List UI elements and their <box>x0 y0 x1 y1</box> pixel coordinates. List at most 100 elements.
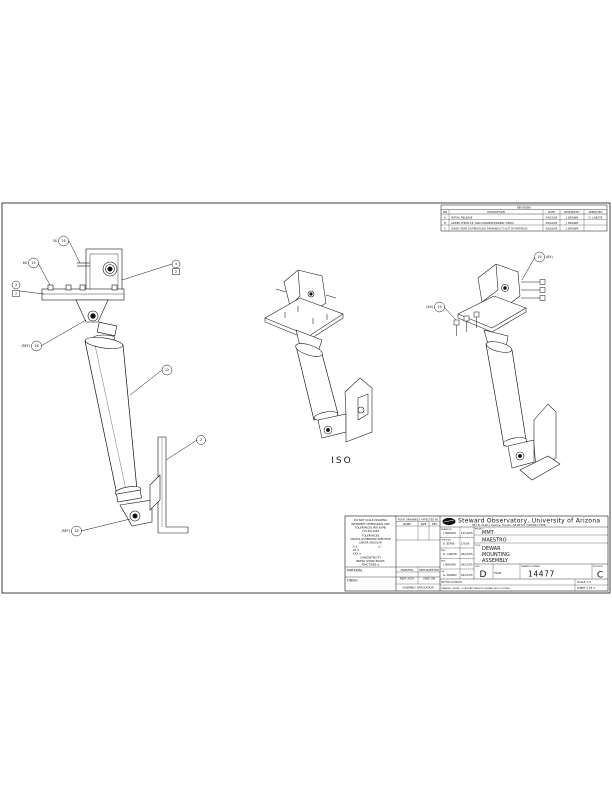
rev-col-revised-by: REVISED BY <box>564 210 580 214</box>
callout-num: 3 <box>15 283 17 287</box>
rev-row-c-ltr: C <box>444 226 446 230</box>
rev-col-desc: DESCRIPTION <box>487 210 505 214</box>
revision-label: REVISION <box>593 566 603 568</box>
rev-row-c-desc: ADDED ITEMS 19 (PREVIOUSLY DRAWINGS) TO … <box>451 227 528 230</box>
callout-group <box>11 235 545 537</box>
callout-box-num: 2 <box>175 270 177 274</box>
tol-head: TOLERANCES <box>362 534 380 538</box>
rev-row-b-by: J. BROWN <box>565 221 579 225</box>
rev-row-a-ltr: A <box>444 215 446 219</box>
sig-date: 04/21/05 <box>461 552 473 556</box>
title-block: DO NOT SCALE DRAWING INTERPRET DIMENSION… <box>344 515 609 592</box>
sig-name: D. LABOTE <box>443 552 457 556</box>
title-line-1: DEWAR <box>482 546 501 552</box>
tol-conc: CONCENTRICITY <box>360 556 381 560</box>
tol-ang: ± ° <box>378 545 383 549</box>
model-sub: MMT-MAESTRO <box>419 568 438 572</box>
sig-date: 04/21/05 <box>461 573 473 577</box>
sheet-border <box>1 202 611 594</box>
material-label: MATERIAL <box>347 569 363 573</box>
callout-bubble <box>434 301 445 313</box>
sheet-number: SHEET 1 OF 3 <box>577 586 595 590</box>
rev-col-approved: APPROVED <box>588 210 602 214</box>
callout-num: 19 <box>537 255 541 259</box>
callout-qty: (REF) <box>21 344 30 348</box>
org-name: Steward Observatory, University of Arizo… <box>458 518 600 525</box>
sig-role: ENG <box>441 550 446 552</box>
tol-lin: LINEAR ANGULAR <box>359 541 382 545</box>
callout-bubble <box>71 525 82 537</box>
sig-date: 1/5/06 <box>461 542 470 546</box>
sig-name: J. BROWN <box>442 531 456 535</box>
tol-frac: FRACTIONS ± <box>362 563 380 567</box>
note-tol-std: TOLERANCES PER ASME <box>355 526 387 530</box>
project-label: PROJECT <box>475 529 484 531</box>
signature-rows: DRAWN BY J. BROWN 12/16/05 CHECKED D. BO… <box>441 528 473 577</box>
rev-col-date: DATE <box>548 210 555 214</box>
title-label: TITLE <box>475 545 481 547</box>
revisions-table: REVISIONS LTR DESCRIPTION DATE REVISED B… <box>440 204 608 232</box>
rev-col-ltr: LTR <box>443 210 448 214</box>
callout-qty: 3X <box>53 239 58 243</box>
application-label: ASSEMBLY APPLICATION <box>402 586 433 590</box>
callout-box-num: 2 <box>15 292 17 296</box>
rev-row-b-desc: ADDED ITEMS 18, AND CORRESPONDING VIEWS <box>451 221 514 225</box>
scale-value: SCALE: 1:5 <box>577 580 592 584</box>
callout-num: 18 <box>74 529 78 533</box>
affected-col-rev: REV <box>432 522 437 526</box>
affected-col-name: NAME <box>403 522 411 526</box>
sig-role: MFG <box>441 560 446 562</box>
title-notes: DO NOT SCALE DRAWING INTERPRET DIMENSION… <box>347 518 391 583</box>
note-interpret: INTERPRET DIMENSIONS AND <box>351 522 389 526</box>
callout-bubble <box>161 364 173 376</box>
sig-date: 12/16/05 <box>461 531 473 535</box>
callout-qty: (6X) <box>426 305 433 309</box>
callout-bubble <box>31 340 42 352</box>
callout-num: 19 <box>31 261 35 265</box>
affected-head: FOUR DRAWINGS AFFECTED BY <box>398 517 439 521</box>
callout-qty: (6X) <box>546 255 553 259</box>
front-view-assembly <box>41 248 189 534</box>
callout-num: 19 <box>61 239 65 243</box>
rev-row-a-desc: INITIAL RELEASE <box>451 215 473 219</box>
cad-path: DRAWING ORIGIN: C:\CAD\MMT\MAESTRO\DEWAR… <box>441 587 510 590</box>
next-assy-label: NEXT ASSY <box>400 577 415 581</box>
org-address: 933 N. Cherry Avenue, Tucson, AZ 85721 (… <box>472 523 546 527</box>
used-on-label: USED ON <box>423 577 435 581</box>
rev-row-a-by: J. BROWN <box>565 215 579 219</box>
revision-value: C <box>597 571 603 581</box>
rev-row-c-by: J. BROWN <box>565 226 579 230</box>
rev-row-c-appr: - <box>595 227 596 230</box>
title-line-2: MOUNTING <box>482 552 510 558</box>
tol-x: .X ± <box>352 545 358 549</box>
sig-name: J. BROWN <box>442 563 456 567</box>
callout-bubble <box>171 259 181 269</box>
project-value: MMT <box>482 530 495 536</box>
model-name: MAESTRO <box>401 568 414 572</box>
sig-name: D. BOWE <box>443 542 455 546</box>
callout-num: 19 <box>437 305 441 309</box>
callout-num: 4 <box>175 262 177 266</box>
callout-qty: (REF) <box>61 529 70 533</box>
rev-row-b-ltr: B <box>444 221 446 225</box>
callout-text: 3X 19 6X 19 3 2 4 2 (REF) 18 12 2 (REF) … <box>15 239 553 533</box>
iso-view-label: ISO <box>331 456 352 466</box>
affected-col-size: SIZE <box>421 522 427 526</box>
dwg-number-label: DRAWING NUMBER <box>521 565 541 568</box>
subproject-value: MAESTRO <box>482 538 507 544</box>
callout-num: 2 <box>200 438 202 442</box>
cad-path-label: SW FILE LOCATION <box>441 581 462 584</box>
rev-row-b-date: 09/16/05 <box>546 221 558 225</box>
rev-row-a-appr: D. LABOTE <box>589 215 603 219</box>
callout-box <box>172 268 180 275</box>
tol-xx: .XX ± <box>352 548 359 552</box>
callout-num: 12 <box>165 368 169 372</box>
fscm-label: FSCM <box>494 571 501 575</box>
tol-break: BREAK SHARP EDGES <box>356 559 384 563</box>
revisions-heading: REVISIONS <box>517 206 531 210</box>
sig-date: 04/21/05 <box>461 563 473 567</box>
tol-sub: UNLESS OTHERWISE SPECIFIED <box>350 537 391 541</box>
callout-bubble <box>58 235 69 247</box>
org-logo <box>442 517 456 526</box>
